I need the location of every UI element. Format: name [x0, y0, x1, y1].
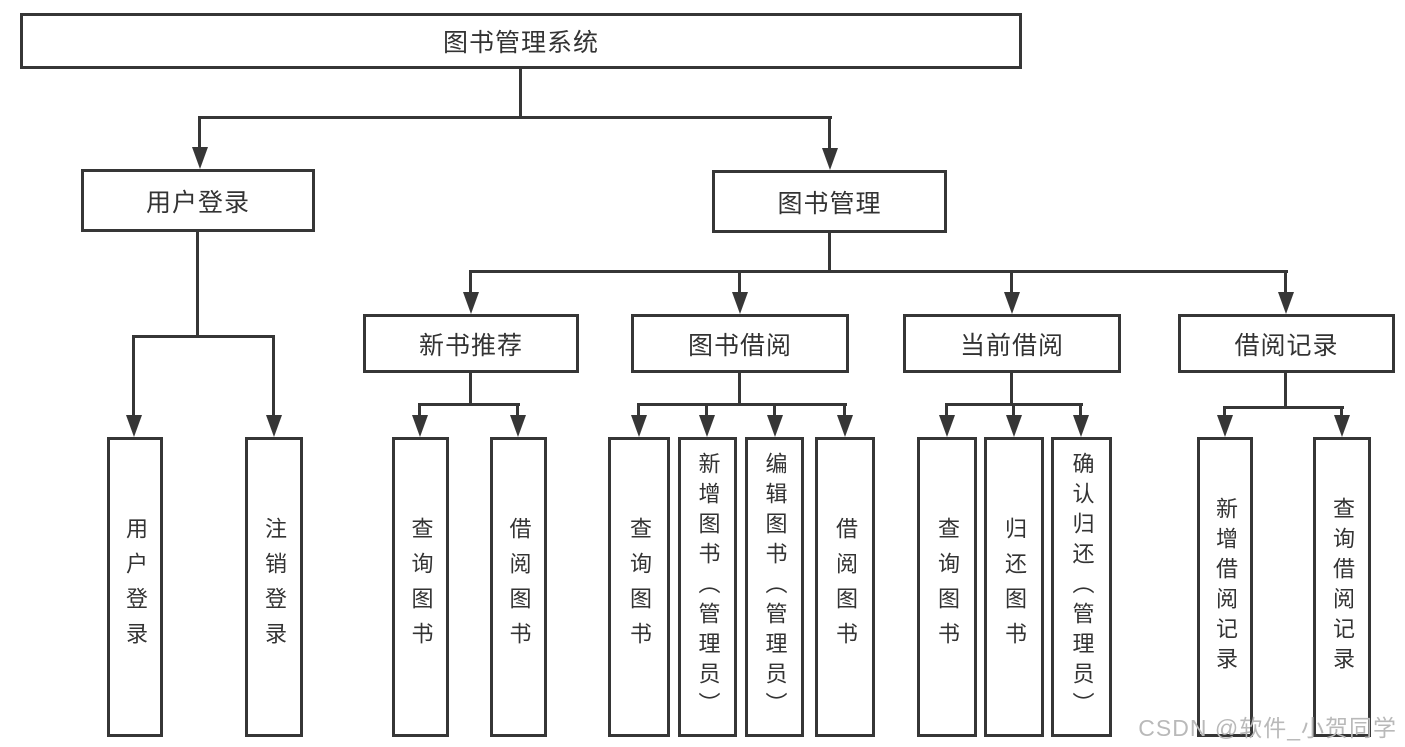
leaf-borrow-books-recommend: 借阅图书: [490, 437, 547, 737]
leaf-label: 借阅图书: [833, 517, 858, 657]
node-label: 图书借阅: [687, 331, 792, 360]
leaf-label: 确认归还（管理员）: [1069, 452, 1095, 722]
connector-line: [132, 335, 135, 417]
arrow-down-icon: [510, 415, 526, 437]
arrow-down-icon: [1334, 415, 1350, 437]
node-library-system: 图书管理系统: [20, 13, 1022, 69]
node-borrow-records: 借阅记录: [1178, 314, 1395, 373]
arrow-down-icon: [1217, 415, 1233, 437]
leaf-label: 归还图书: [1002, 517, 1027, 657]
arrow-down-icon: [732, 292, 748, 314]
connector-line: [132, 335, 275, 338]
connector-line: [773, 403, 776, 418]
arrow-down-icon: [631, 415, 647, 437]
arrow-down-icon: [822, 148, 838, 170]
leaf-label: 编辑图书（管理员）: [762, 452, 788, 722]
connector-line: [637, 403, 640, 418]
connector-line: [1284, 373, 1287, 409]
leaf-query-books-borrow: 查询图书: [608, 437, 670, 737]
connector-line: [469, 373, 472, 406]
leaf-label: 借阅图书: [506, 517, 532, 657]
leaf-label: 查询借阅记录: [1330, 497, 1355, 677]
arrow-down-icon: [192, 147, 208, 169]
node-label: 当前借阅: [959, 331, 1064, 360]
connector-line: [198, 116, 201, 150]
connector-line: [843, 403, 846, 418]
connector-line: [519, 69, 522, 119]
node-label: 图书管理: [777, 189, 882, 218]
connector-line: [637, 403, 847, 406]
leaf-query-books-current: 查询图书: [917, 437, 977, 737]
leaf-borrow-books: 借阅图书: [815, 437, 875, 737]
node-label: 图书管理系统: [442, 29, 599, 57]
connector-line: [1223, 406, 1344, 409]
connector-line: [705, 403, 708, 418]
connector-line: [418, 403, 520, 406]
connector-line: [1284, 270, 1287, 294]
leaf-user-login: 用户登录: [107, 437, 163, 737]
leaf-label: 查询图书: [935, 517, 960, 657]
connector-line: [469, 270, 472, 294]
node-book-borrow: 图书借阅: [631, 314, 849, 373]
leaf-add-borrow-record: 新增借阅记录: [1197, 437, 1253, 737]
connector-line: [469, 270, 1288, 273]
arrow-down-icon: [699, 415, 715, 437]
leaf-confirm-return-admin: 确认归还（管理员）: [1051, 437, 1112, 737]
arrow-down-icon: [837, 415, 853, 437]
node-label: 新书推荐: [418, 331, 523, 360]
connector-line: [738, 270, 741, 294]
leaf-label: 查询图书: [408, 517, 434, 657]
connector-line: [828, 116, 831, 150]
node-user-login: 用户登录: [81, 169, 315, 232]
arrow-down-icon: [1004, 292, 1020, 314]
connector-line: [738, 373, 741, 406]
arrow-down-icon: [126, 415, 142, 437]
leaf-query-books-recommend: 查询图书: [392, 437, 449, 737]
arrow-down-icon: [266, 415, 282, 437]
leaf-label: 查询图书: [627, 517, 652, 657]
leaf-return-book: 归还图书: [984, 437, 1044, 737]
leaf-query-borrow-record: 查询借阅记录: [1313, 437, 1371, 737]
arrow-down-icon: [767, 415, 783, 437]
watermark: CSDN @软件_小贺同学: [1138, 715, 1397, 741]
connector-line: [1340, 406, 1343, 418]
arrow-down-icon: [1006, 415, 1022, 437]
leaf-label: 新增借阅记录: [1213, 497, 1238, 677]
node-label: 用户登录: [145, 188, 250, 217]
connector-line: [272, 335, 275, 417]
leaf-add-book-admin: 新增图书（管理员）: [678, 437, 737, 737]
connector-line: [196, 232, 199, 338]
connector-line: [945, 403, 948, 418]
connector-line: [1223, 406, 1226, 418]
arrow-down-icon: [939, 415, 955, 437]
connector-line: [516, 403, 519, 418]
arrow-down-icon: [1278, 292, 1294, 314]
connector-line: [1079, 403, 1082, 418]
arrow-down-icon: [463, 292, 479, 314]
leaf-label: 新增图书（管理员）: [695, 452, 721, 722]
node-new-book-recommend: 新书推荐: [363, 314, 579, 373]
connector-line: [198, 116, 832, 119]
connector-line: [1012, 403, 1015, 418]
arrow-down-icon: [412, 415, 428, 437]
connector-line: [1010, 270, 1013, 294]
arrow-down-icon: [1073, 415, 1089, 437]
connector-line: [828, 233, 831, 273]
node-label: 借阅记录: [1234, 331, 1339, 360]
node-current-borrow: 当前借阅: [903, 314, 1121, 373]
leaf-label: 用户登录: [123, 517, 148, 657]
leaf-logout: 注销登录: [245, 437, 303, 737]
leaf-edit-book-admin: 编辑图书（管理员）: [745, 437, 804, 737]
leaf-label: 注销登录: [262, 517, 287, 657]
node-book-management: 图书管理: [712, 170, 947, 233]
connector-line: [418, 403, 421, 418]
connector-line: [1010, 373, 1013, 406]
